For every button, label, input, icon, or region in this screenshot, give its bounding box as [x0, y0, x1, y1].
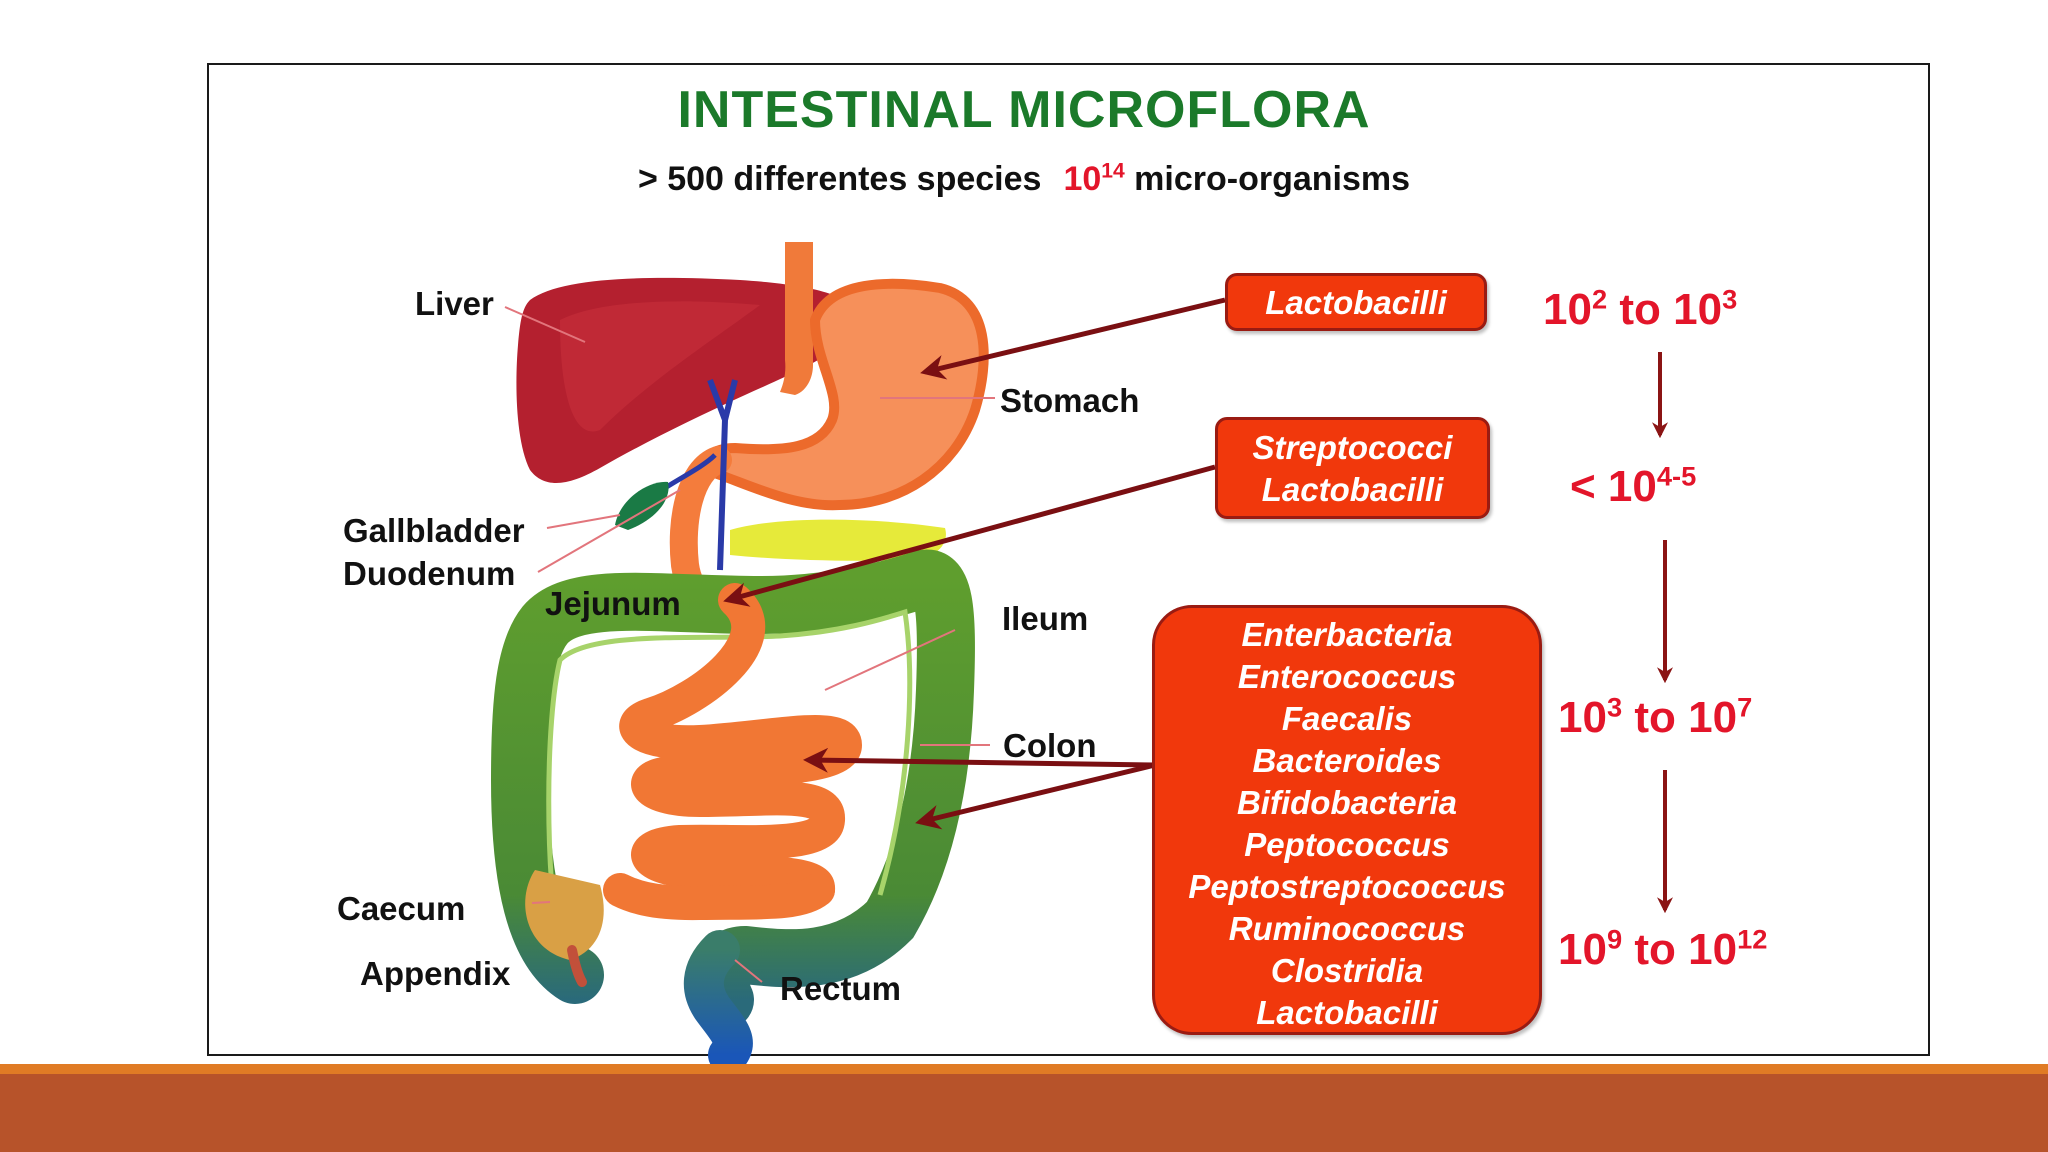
stomach-shape [698, 278, 989, 511]
esophagus-shape [780, 242, 813, 395]
arrow-stomach [920, 297, 1226, 380]
label-rectum: Rectum [780, 970, 902, 1007]
species-count: > 500 differentes species [637, 160, 1042, 198]
bacteria-name: Peptococcus [1244, 826, 1450, 863]
leader-lines [504, 306, 995, 983]
pancreas-shape [730, 519, 946, 561]
organism-count: 1014 [1063, 159, 1125, 198]
count-stomach: 102 to 103 [1543, 283, 1738, 334]
label-colon: Colon [1003, 727, 1097, 764]
slide-frame [207, 63, 1930, 1056]
arrow-duodenum [723, 464, 1216, 607]
count-ileum: 103 to 107 [1558, 691, 1753, 742]
label-gallbladder: Gallbladder [343, 512, 525, 549]
label-appendix: Appendix [360, 955, 511, 992]
footer-accent-stripe [0, 1064, 2048, 1074]
arrow-colon-a [803, 747, 1156, 773]
label-duodenum: Duodenum [343, 555, 516, 592]
caecum-shape [525, 870, 604, 960]
bacteria-name: Lactobacilli [1265, 284, 1447, 321]
bacteria-name: Ruminococcus [1228, 910, 1466, 947]
bacteria-name: Lactobacilli [1261, 471, 1444, 508]
bacteria-name: Peptostreptococcus [1188, 868, 1506, 905]
organism-label: micro-organisms [1124, 160, 1411, 198]
rectum-shape [683, 930, 753, 1075]
subtitle: > 500 differentes species 1014 micro-orga… [0, 160, 2048, 199]
bacteria-name: Streptococci [1252, 429, 1453, 466]
label-jejunum: Jejunum [545, 585, 681, 622]
duodenum-bacteria-box: Streptococci Lactobacilli [1215, 417, 1490, 519]
appendix-shape [567, 945, 587, 987]
label-caecum: Caecum [337, 890, 466, 927]
footer-bar [0, 1064, 2048, 1152]
bacteria-name: Bifidobacteria [1236, 784, 1458, 821]
bacteria-name: Clostridia [1270, 952, 1424, 989]
bacteria-name: Bacteroides [1252, 742, 1442, 779]
bile-duct-shape [707, 378, 738, 571]
count-duodenum: < 104-5 [1570, 460, 1697, 511]
small-intestine-shape [603, 583, 863, 921]
bacteria-name: Enterbacteria [1241, 616, 1453, 653]
label-ileum: Ileum [1002, 600, 1089, 637]
label-stomach: Stomach [1000, 382, 1140, 419]
bacteria-name: Enterococcus [1237, 658, 1457, 695]
label-liver: Liver [415, 285, 494, 322]
colon-bacteria-box: Enterbacteria Enterococcus Faecalis Bact… [1152, 605, 1542, 1035]
bacteria-name: Faecalis [1281, 700, 1413, 737]
gallbladder-shape [615, 481, 669, 530]
colon-shape [490, 549, 975, 1029]
stomach-bacteria-box: Lactobacilli [1225, 273, 1487, 331]
arrow-colon-b [915, 762, 1156, 830]
count-colon: 109 to 1012 [1558, 923, 1768, 974]
page-title: INTESTINAL MICROFLORA [677, 81, 1371, 139]
bacteria-name: Lactobacilli [1256, 994, 1438, 1031]
